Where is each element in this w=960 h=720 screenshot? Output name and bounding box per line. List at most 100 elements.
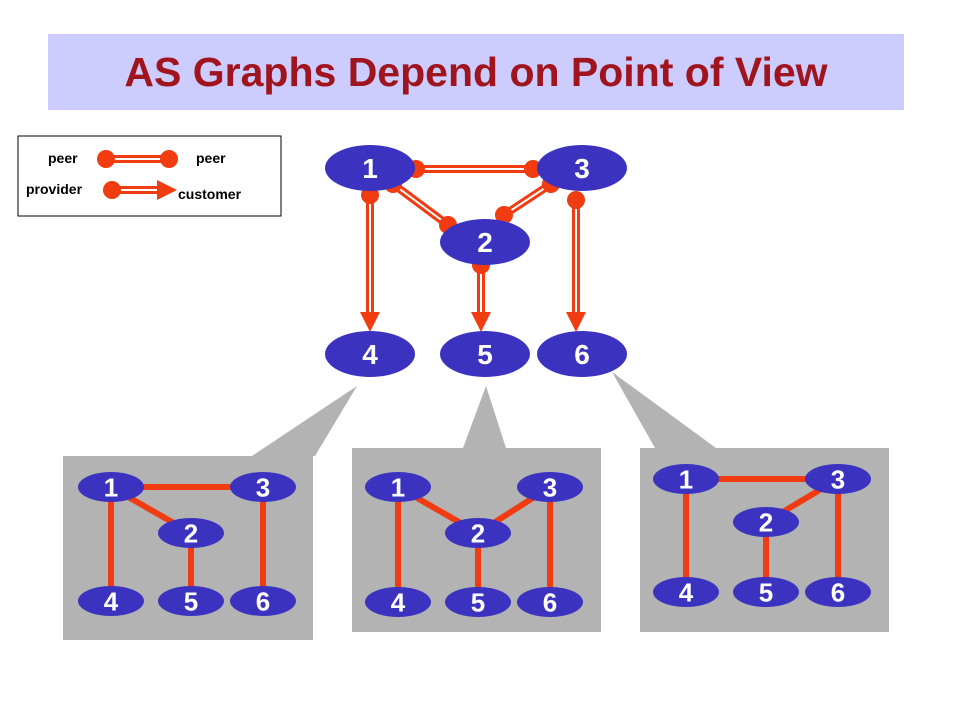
as-node-1: 1 — [653, 464, 719, 494]
as-node-label: 4 — [679, 577, 694, 607]
as-node-label: 6 — [543, 587, 557, 617]
as-node-label: 5 — [184, 586, 198, 616]
as-node-4: 4 — [653, 577, 719, 607]
legend-peer-dot-right — [160, 150, 178, 168]
as-node-2: 2 — [445, 518, 511, 548]
as-node-label: 1 — [679, 464, 693, 494]
as-node-6: 6 — [537, 331, 627, 377]
as-node-1-shape — [325, 145, 415, 191]
peer-link-line — [390, 180, 451, 229]
as-node-5-shape — [158, 586, 224, 616]
as-node-4-shape — [365, 587, 431, 617]
as-node-3: 3 — [230, 472, 296, 502]
peer-link-line — [416, 165, 533, 173]
as-node-1: 1 — [78, 472, 144, 502]
as-node-label: 2 — [184, 518, 198, 548]
peer-link-1-3 — [407, 160, 542, 178]
as-node-3-shape — [805, 464, 871, 494]
as-node-6: 6 — [230, 586, 296, 616]
legend: peer peer provider customer — [17, 135, 282, 217]
as-node-label: 1 — [391, 472, 405, 502]
as-node-5: 5 — [440, 331, 530, 377]
point-of-view-panels: 1 2 3 4 5 6 1 2 3 4 5 6 1 2 3 4 5 6 — [63, 448, 889, 640]
as-node-6-shape — [537, 331, 627, 377]
as-node-2: 2 — [733, 507, 799, 537]
as-node-4: 4 — [78, 586, 144, 616]
legend-provider-dot — [103, 181, 121, 199]
as-node-label: 2 — [759, 507, 773, 537]
provider-customer-line — [366, 195, 374, 316]
as-node-1-shape — [78, 472, 144, 502]
as-node-2-shape — [445, 518, 511, 548]
provider-customer-link-1-4 — [360, 186, 380, 332]
legend-provider-customer-symbol — [103, 180, 177, 200]
as-node-label: 5 — [471, 587, 485, 617]
as-node-label: 6 — [574, 339, 590, 370]
as-node-3-shape — [230, 472, 296, 502]
callout-wedge-6 — [612, 372, 716, 448]
view-panel-6: 1 2 3 4 5 6 — [640, 448, 889, 632]
legend-customer-label: customer — [178, 186, 242, 202]
as-node-1-shape — [653, 464, 719, 494]
as-node-1: 1 — [325, 145, 415, 191]
as-node-2: 2 — [440, 219, 530, 265]
customer-arrowhead — [471, 312, 491, 332]
as-node-label: 6 — [256, 586, 270, 616]
as-node-4-shape — [325, 331, 415, 377]
legend-peer-right-label: peer — [196, 150, 226, 166]
as-node-3: 3 — [517, 472, 583, 502]
as-node-label: 4 — [104, 586, 119, 616]
legend-customer-arrowhead — [157, 180, 177, 200]
provider-customer-link-2-5 — [471, 256, 491, 332]
as-node-2-shape — [733, 507, 799, 537]
as-node-label: 3 — [831, 464, 845, 494]
legend-peer-left-label: peer — [48, 150, 78, 166]
as-node-6-shape — [517, 587, 583, 617]
as-node-6: 6 — [805, 577, 871, 607]
as-node-label: 4 — [391, 587, 406, 617]
as-node-label: 1 — [104, 472, 118, 502]
provider-customer-line — [572, 200, 580, 316]
as-node-label: 3 — [543, 472, 557, 502]
callout-wedge-5 — [463, 386, 506, 448]
as-node-label: 4 — [362, 339, 378, 370]
as-node-1: 1 — [365, 472, 431, 502]
as-node-2: 2 — [158, 518, 224, 548]
as-node-5-shape — [440, 331, 530, 377]
slide-title: AS Graphs Depend on Point of View — [124, 48, 828, 95]
as-node-5-shape — [733, 577, 799, 607]
legend-peer-symbol — [97, 150, 178, 168]
as-node-label: 1 — [362, 153, 378, 184]
peer-link-dot — [524, 160, 542, 178]
as-node-3: 3 — [805, 464, 871, 494]
callout-group — [252, 372, 716, 456]
as-node-5: 5 — [445, 587, 511, 617]
as-node-2-shape — [440, 219, 530, 265]
customer-arrowhead — [360, 312, 380, 332]
title-banner: AS Graphs Depend on Point of View — [48, 34, 904, 110]
as-node-label: 5 — [759, 577, 773, 607]
as-node-5-shape — [445, 587, 511, 617]
as-node-6: 6 — [517, 587, 583, 617]
legend-provider-label: provider — [26, 181, 83, 197]
legend-peer-line — [106, 155, 169, 163]
as-node-label: 6 — [831, 577, 845, 607]
as-node-1-shape — [365, 472, 431, 502]
as-node-4-shape — [653, 577, 719, 607]
as-node-6-shape — [805, 577, 871, 607]
as-node-label: 3 — [256, 472, 270, 502]
legend-peer-dot-left — [97, 150, 115, 168]
as-node-6-shape — [230, 586, 296, 616]
provider-customer-link-3-6 — [566, 191, 586, 332]
as-node-label: 3 — [574, 153, 590, 184]
as-node-4-shape — [78, 586, 144, 616]
view-panel-5: 1 2 3 4 5 6 — [352, 448, 601, 632]
as-node-3: 3 — [537, 145, 627, 191]
main-as-graph: 1 2 3 4 5 6 — [325, 145, 627, 377]
as-node-5: 5 — [158, 586, 224, 616]
as-node-4: 4 — [365, 587, 431, 617]
peer-link-line — [501, 180, 554, 219]
peer-link-dot — [495, 206, 513, 224]
as-node-3-shape — [537, 145, 627, 191]
